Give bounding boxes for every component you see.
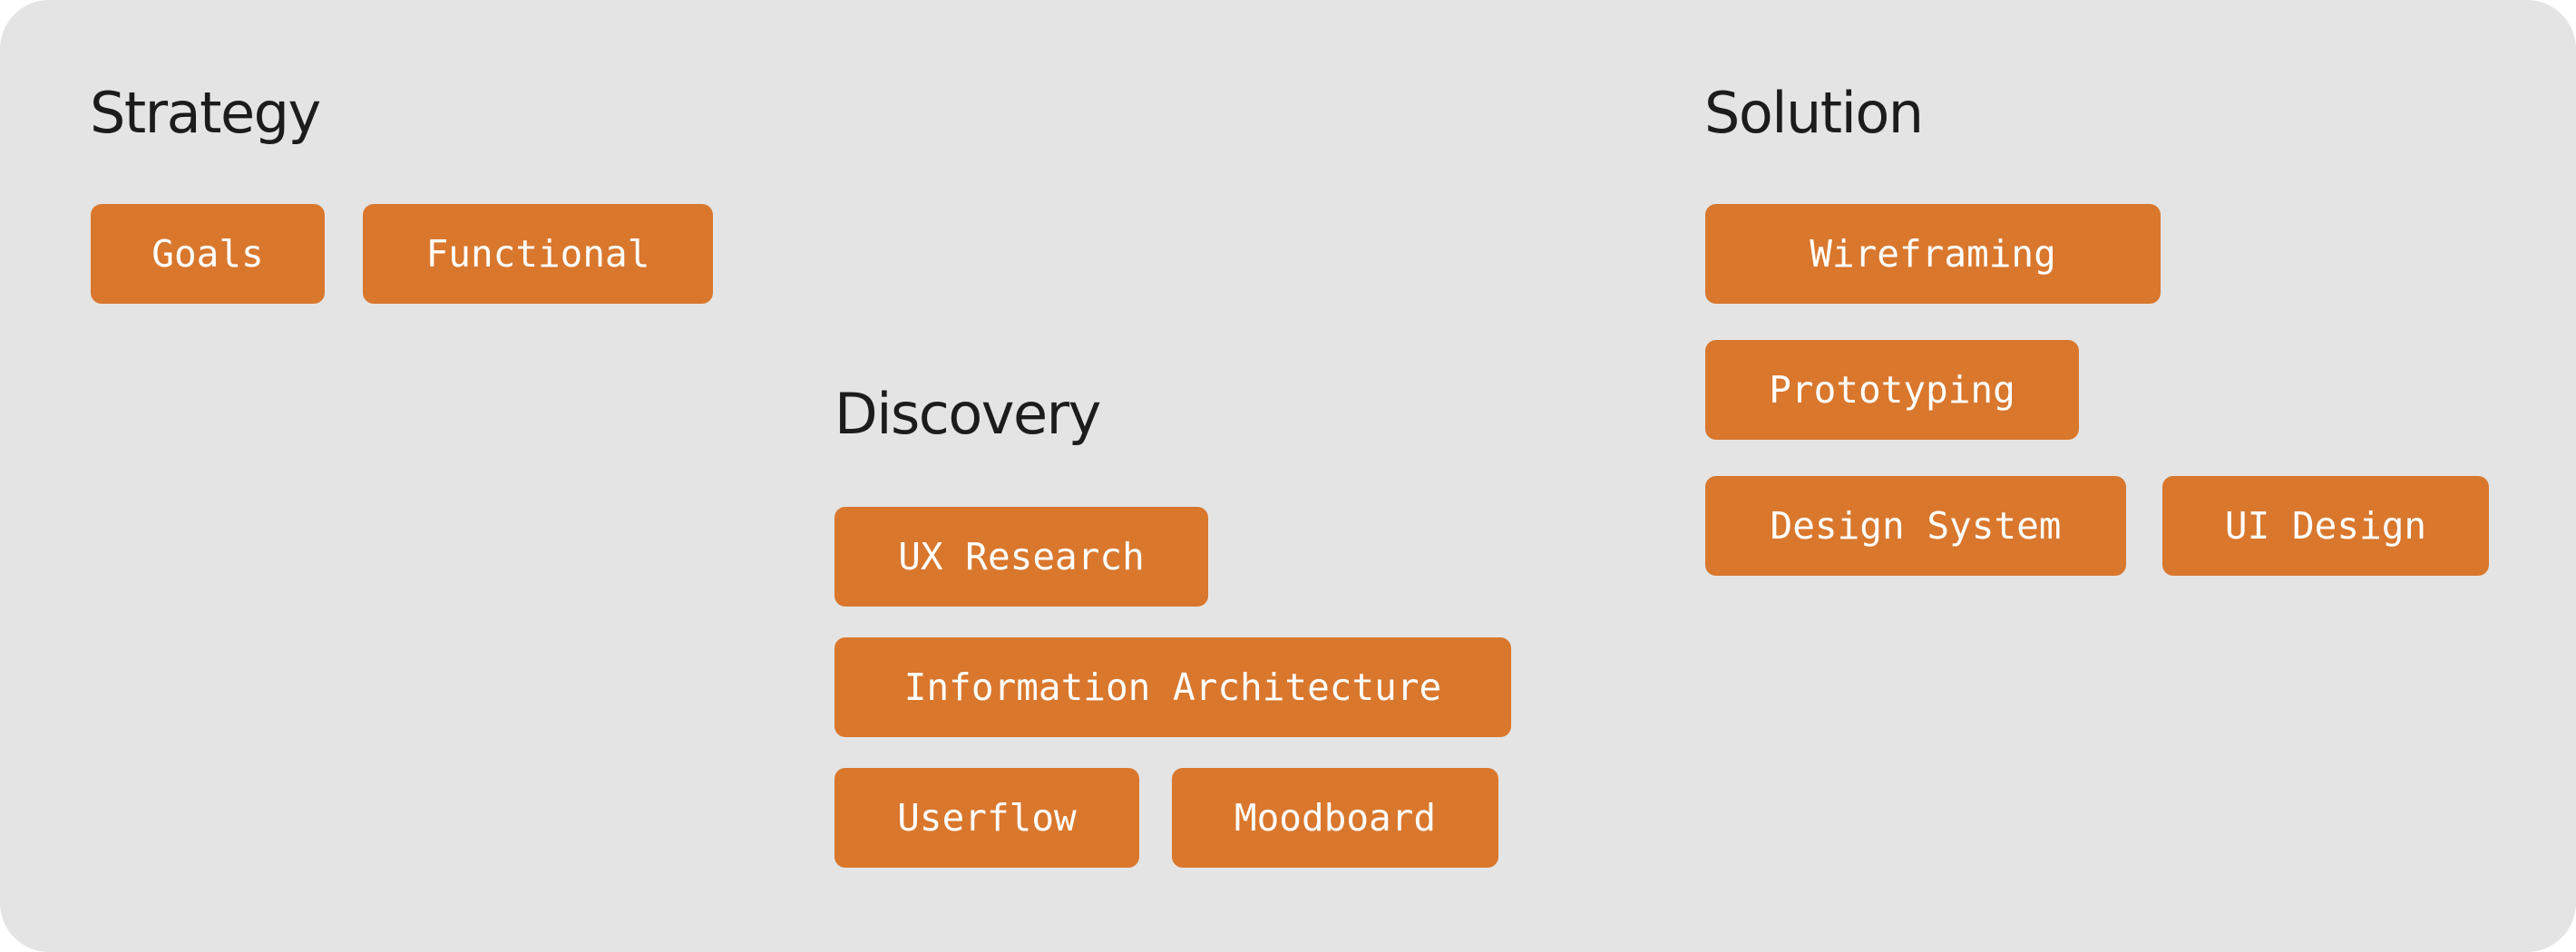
ui-design-chip[interactable]: UI Design: [2162, 476, 2489, 576]
ux-research-chip[interactable]: UX Research: [834, 507, 1208, 607]
discovery-heading: Discovery: [834, 381, 1101, 447]
wireframing-chip[interactable]: Wireframing: [1705, 204, 2161, 304]
goals-chip[interactable]: Goals: [91, 204, 325, 304]
prototyping-chip[interactable]: Prototyping: [1705, 340, 2079, 440]
moodboard-chip[interactable]: Moodboard: [1172, 768, 1498, 868]
design-system-chip[interactable]: Design System: [1705, 476, 2126, 576]
information-architecture-chip[interactable]: Information Architecture: [834, 637, 1511, 737]
solution-heading: Solution: [1704, 80, 1924, 146]
functional-chip[interactable]: Functional: [363, 204, 713, 304]
userflow-chip[interactable]: Userflow: [834, 768, 1139, 868]
strategy-heading: Strategy: [90, 80, 321, 146]
